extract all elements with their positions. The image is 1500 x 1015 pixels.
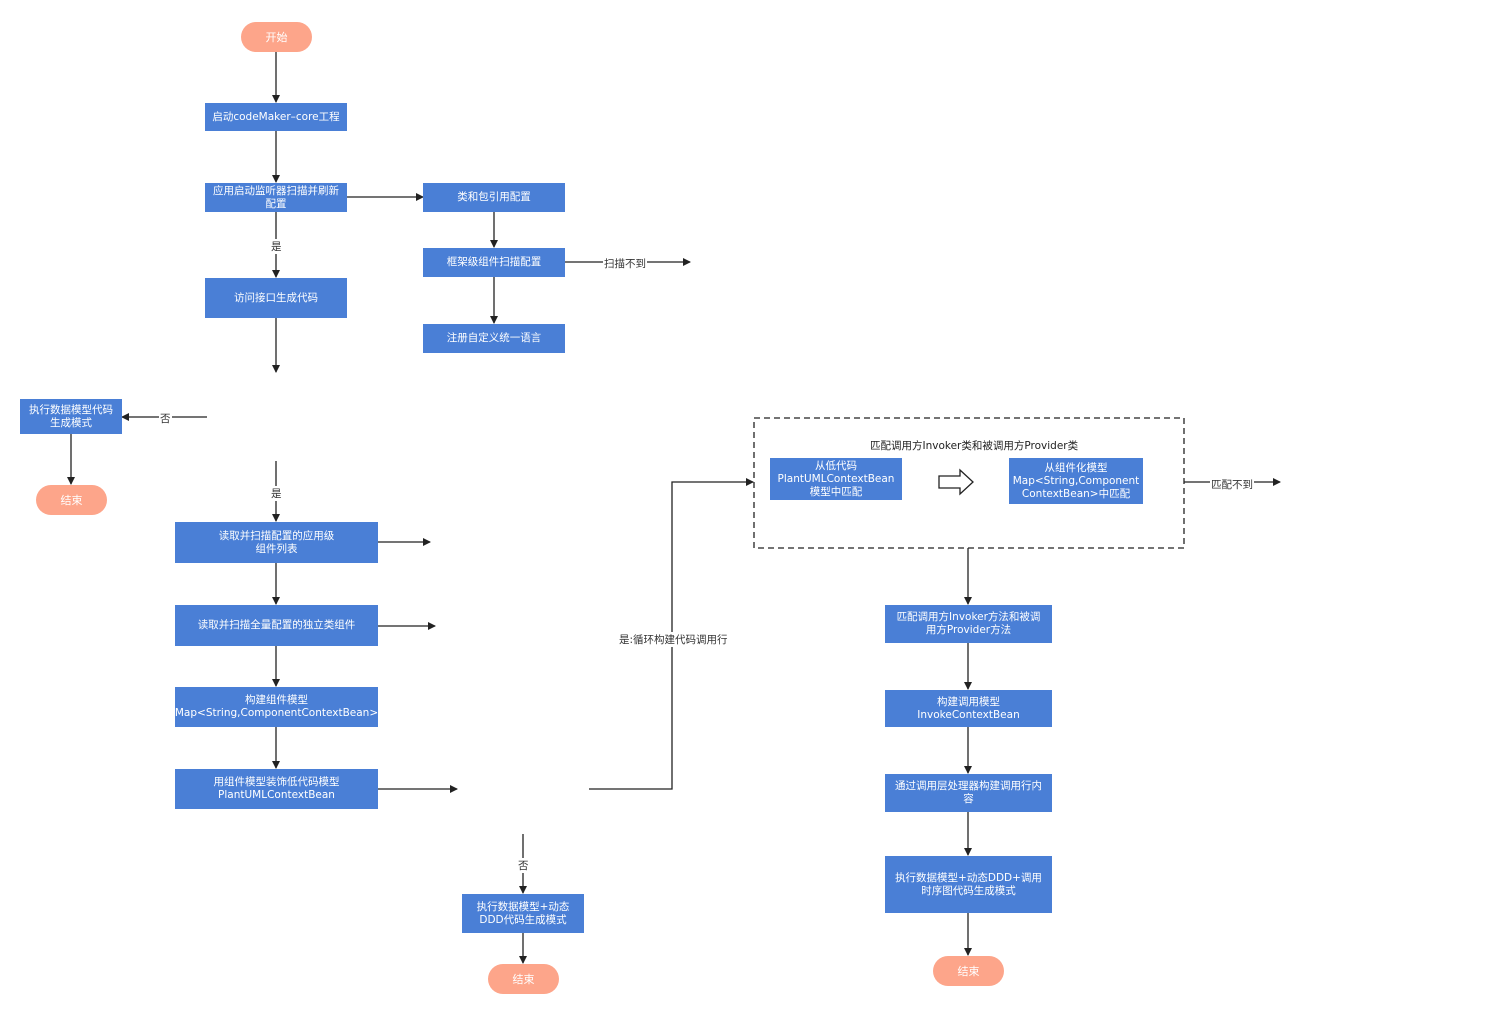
match-methods-process: 匹配调用方Invoker方法和被调用方Provider方法 [885,605,1052,643]
edge-label-no-ddd: 否 [159,411,172,426]
end-right-terminal: 结束 [933,956,1004,986]
listener-process: 应用启动监听器扫描并刷新配置 [205,183,347,212]
edge-label-yes-listener: 是 [270,239,283,254]
match-group-frame [753,417,1185,549]
read-app-components-process: 读取并扫描配置的应用级组件列表 [175,522,378,563]
ddd-mode-process: 执行数据模型+动态DDD代码生成模式 [462,894,584,933]
build-invoke-content-process: 通过调用层处理器构建调用行内容 [885,774,1052,812]
edge-label-scan-not-found: 扫描不到 [603,256,647,271]
hollow-arrow-icon [938,468,974,496]
build-invoke-model-process: 构建调用模型 InvokeContextBean [885,690,1052,727]
match-low-code-process: 从低代码 PlantUMLContextBean 模型中匹配 [770,458,902,500]
register-lang-process: 注册自定义统一语言 [423,324,565,353]
build-component-model-process: 构建组件模型 Map<String,ComponentContextBean> [175,687,378,727]
edge-label-no-seq: 否 [517,858,530,873]
property-build-io: 通过属性文件文本方式构建 [430,600,584,651]
edge-label-yes-ddd: 是 [270,486,283,501]
edge-label-yes-loop: 是:循环构建代码调用行 [618,632,729,647]
seq-decision: 是否引用了PlantUML调用时序图文档 [457,745,589,834]
data-model-mode-process: 执行数据模型代码生成模式 [20,399,122,434]
full-mode-process: 执行数据模型+动态DDD+调用时序图代码生成模式 [885,856,1052,913]
match-component-process: 从组件化模型 Map<String,Component ContextBean>… [1009,458,1143,504]
match-fail-io: 提示:获取调用者类名 或者提供者类名为空,绘制动态调用失败 [1276,457,1474,508]
end-mid-terminal: 结束 [488,964,559,994]
ddd-decision: 是否引用动态DDD plantUML领域模型文档 [207,373,346,461]
access-api-process: 访问接口生成代码 [205,278,347,318]
maven-read-io: 通过类加载方式读取maven仓库jar包内容 [424,517,579,568]
match-group-title: 匹配调用方Invoker类和被调用方Provider类 [870,440,1079,452]
launch-process: 启动codeMaker–core工程 [205,103,347,131]
decorate-model-process: 用组件模型装饰低代码模型 PlantUMLContextBean [175,769,378,809]
read-full-components-process: 读取并扫描全量配置的独立类组件 [175,605,378,646]
end-left-terminal: 结束 [36,485,107,515]
class-pkg-process: 类和包引用配置 [423,183,565,212]
scan-fail-io: 提示组件扫描失败 [685,244,768,280]
edge-label-match-not-found: 匹配不到 [1210,477,1254,492]
framework-scan-process: 框架级组件扫描配置 [423,248,565,277]
start-terminal: 开始 [241,22,312,52]
